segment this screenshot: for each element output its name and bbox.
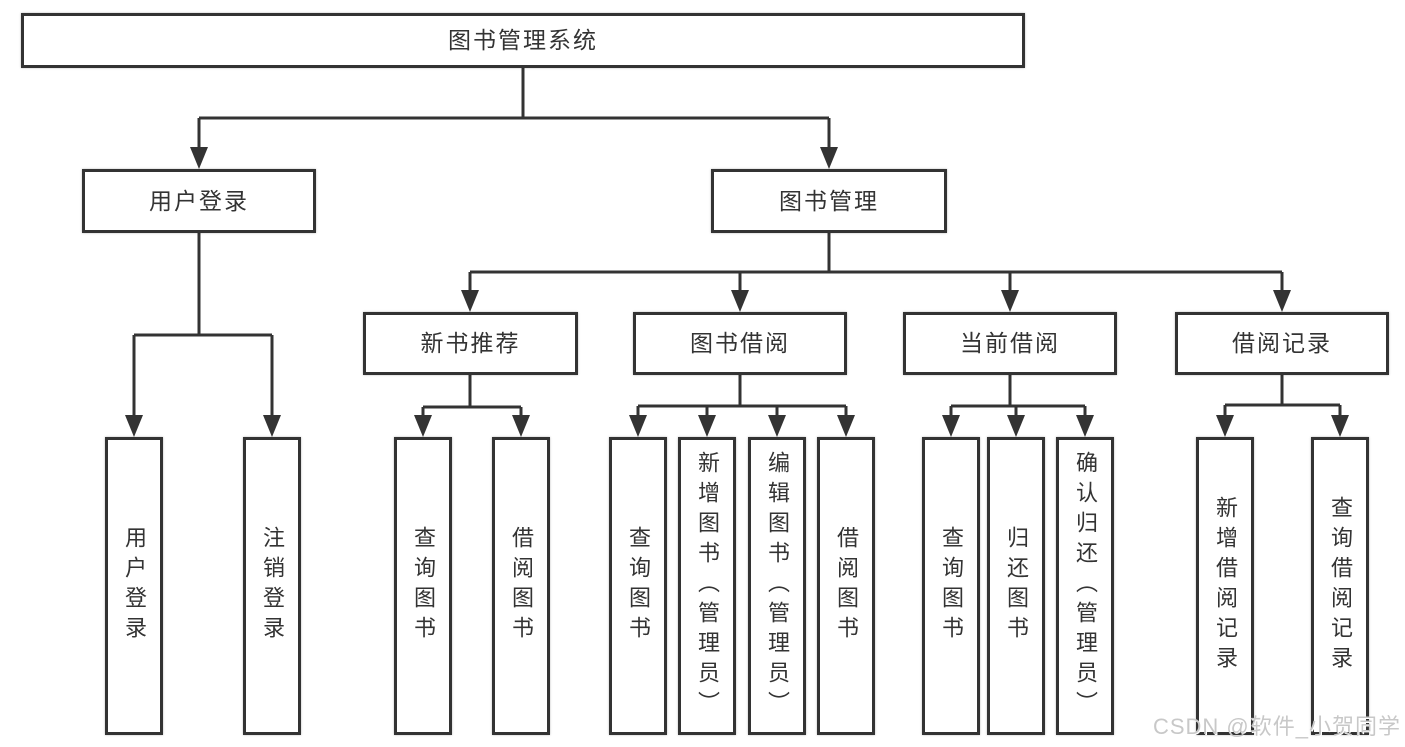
leaf-edit-book-admin: 编辑图书（管理员） (748, 437, 806, 735)
node-label: 归还图书 (1004, 526, 1029, 646)
leaf-borrow-books-recommend: 借阅图书 (492, 437, 550, 735)
connector-path (949, 375, 1087, 416)
connector-path (421, 375, 523, 416)
arrowhead (731, 290, 749, 312)
arrowhead (820, 147, 838, 169)
connector-book-borrow-branch (629, 375, 855, 437)
connector-path (636, 375, 848, 416)
arrowhead (837, 415, 855, 437)
arrowhead (1273, 290, 1291, 312)
connector-path (1223, 375, 1342, 416)
connector-root-branch (190, 68, 838, 169)
arrowhead (414, 415, 432, 437)
connector-book-management-branch (461, 233, 1291, 312)
node-label: 新增借阅记录 (1213, 496, 1238, 676)
leaf-return-book: 归还图书 (987, 437, 1045, 735)
arrowhead (768, 415, 786, 437)
leaf-confirm-return-admin: 确认归还（管理员） (1056, 437, 1114, 735)
leaf-logout: 注销登录 (243, 437, 301, 735)
arrowhead (125, 415, 143, 437)
leaf-add-book-admin: 新增图书（管理员） (678, 437, 736, 735)
node-label: 新书推荐 (420, 330, 521, 356)
node-label: 查询图书 (411, 526, 436, 646)
leaf-add-borrow-record: 新增借阅记录 (1196, 437, 1254, 735)
node-book-borrow: 图书借阅 (633, 312, 847, 375)
node-label: 借阅图书 (509, 526, 534, 646)
arrowhead (1007, 415, 1025, 437)
leaf-borrow-books-borrow: 借阅图书 (817, 437, 875, 735)
arrowhead (1001, 290, 1019, 312)
arrowhead (512, 415, 530, 437)
node-label: 用户登录 (149, 187, 249, 214)
node-new-book-recommend: 新书推荐 (363, 312, 578, 375)
arrowhead (190, 147, 208, 169)
node-label: 查询图书 (626, 526, 651, 646)
csdn-watermark: CSDN @软件_小贺同学 (1152, 714, 1401, 739)
arrowhead (698, 415, 716, 437)
connector-current-borrow-branch (942, 375, 1094, 437)
node-label: 用户登录 (122, 526, 147, 646)
arrowhead (629, 415, 647, 437)
node-label: 编辑图书（管理员） (765, 451, 790, 721)
arrowhead (461, 290, 479, 312)
node-borrow-records: 借阅记录 (1175, 312, 1389, 375)
leaf-query-books-borrow: 查询图书 (609, 437, 667, 735)
leaf-query-books-recommend: 查询图书 (394, 437, 452, 735)
connector-path (468, 233, 1284, 291)
connector-path (132, 233, 274, 416)
node-label: 借阅记录 (1232, 330, 1332, 356)
node-label: 借阅图书 (834, 526, 859, 646)
leaf-query-books-current: 查询图书 (922, 437, 980, 735)
connector-user-login-branch (125, 233, 281, 437)
arrowhead (1216, 415, 1234, 437)
leaf-query-borrow-record: 查询借阅记录 (1311, 437, 1369, 735)
node-label: 图书管理 (779, 187, 879, 214)
node-user-login: 用户登录 (82, 169, 316, 233)
node-label: 图书借阅 (690, 330, 790, 356)
connector-new-book-branch (414, 375, 530, 437)
node-book-management: 图书管理 (711, 169, 947, 233)
leaf-user-login: 用户登录 (105, 437, 163, 735)
node-library-system: 图书管理系统 (21, 13, 1025, 68)
node-label: 当前借阅 (960, 330, 1060, 356)
connector-borrow-records-branch (1216, 375, 1349, 437)
node-current-borrow: 当前借阅 (903, 312, 1117, 375)
arrowhead (1331, 415, 1349, 437)
node-label: 注销登录 (260, 526, 285, 646)
node-label: 确认归还（管理员） (1073, 451, 1098, 721)
node-label: 新增图书（管理员） (695, 451, 720, 721)
node-label: 查询借阅记录 (1328, 496, 1353, 676)
node-label: 查询图书 (939, 526, 964, 646)
node-label: 图书管理系统 (448, 27, 598, 53)
arrowhead (1076, 415, 1094, 437)
connector-path (197, 68, 831, 148)
arrowhead (263, 415, 281, 437)
arrowhead (942, 415, 960, 437)
